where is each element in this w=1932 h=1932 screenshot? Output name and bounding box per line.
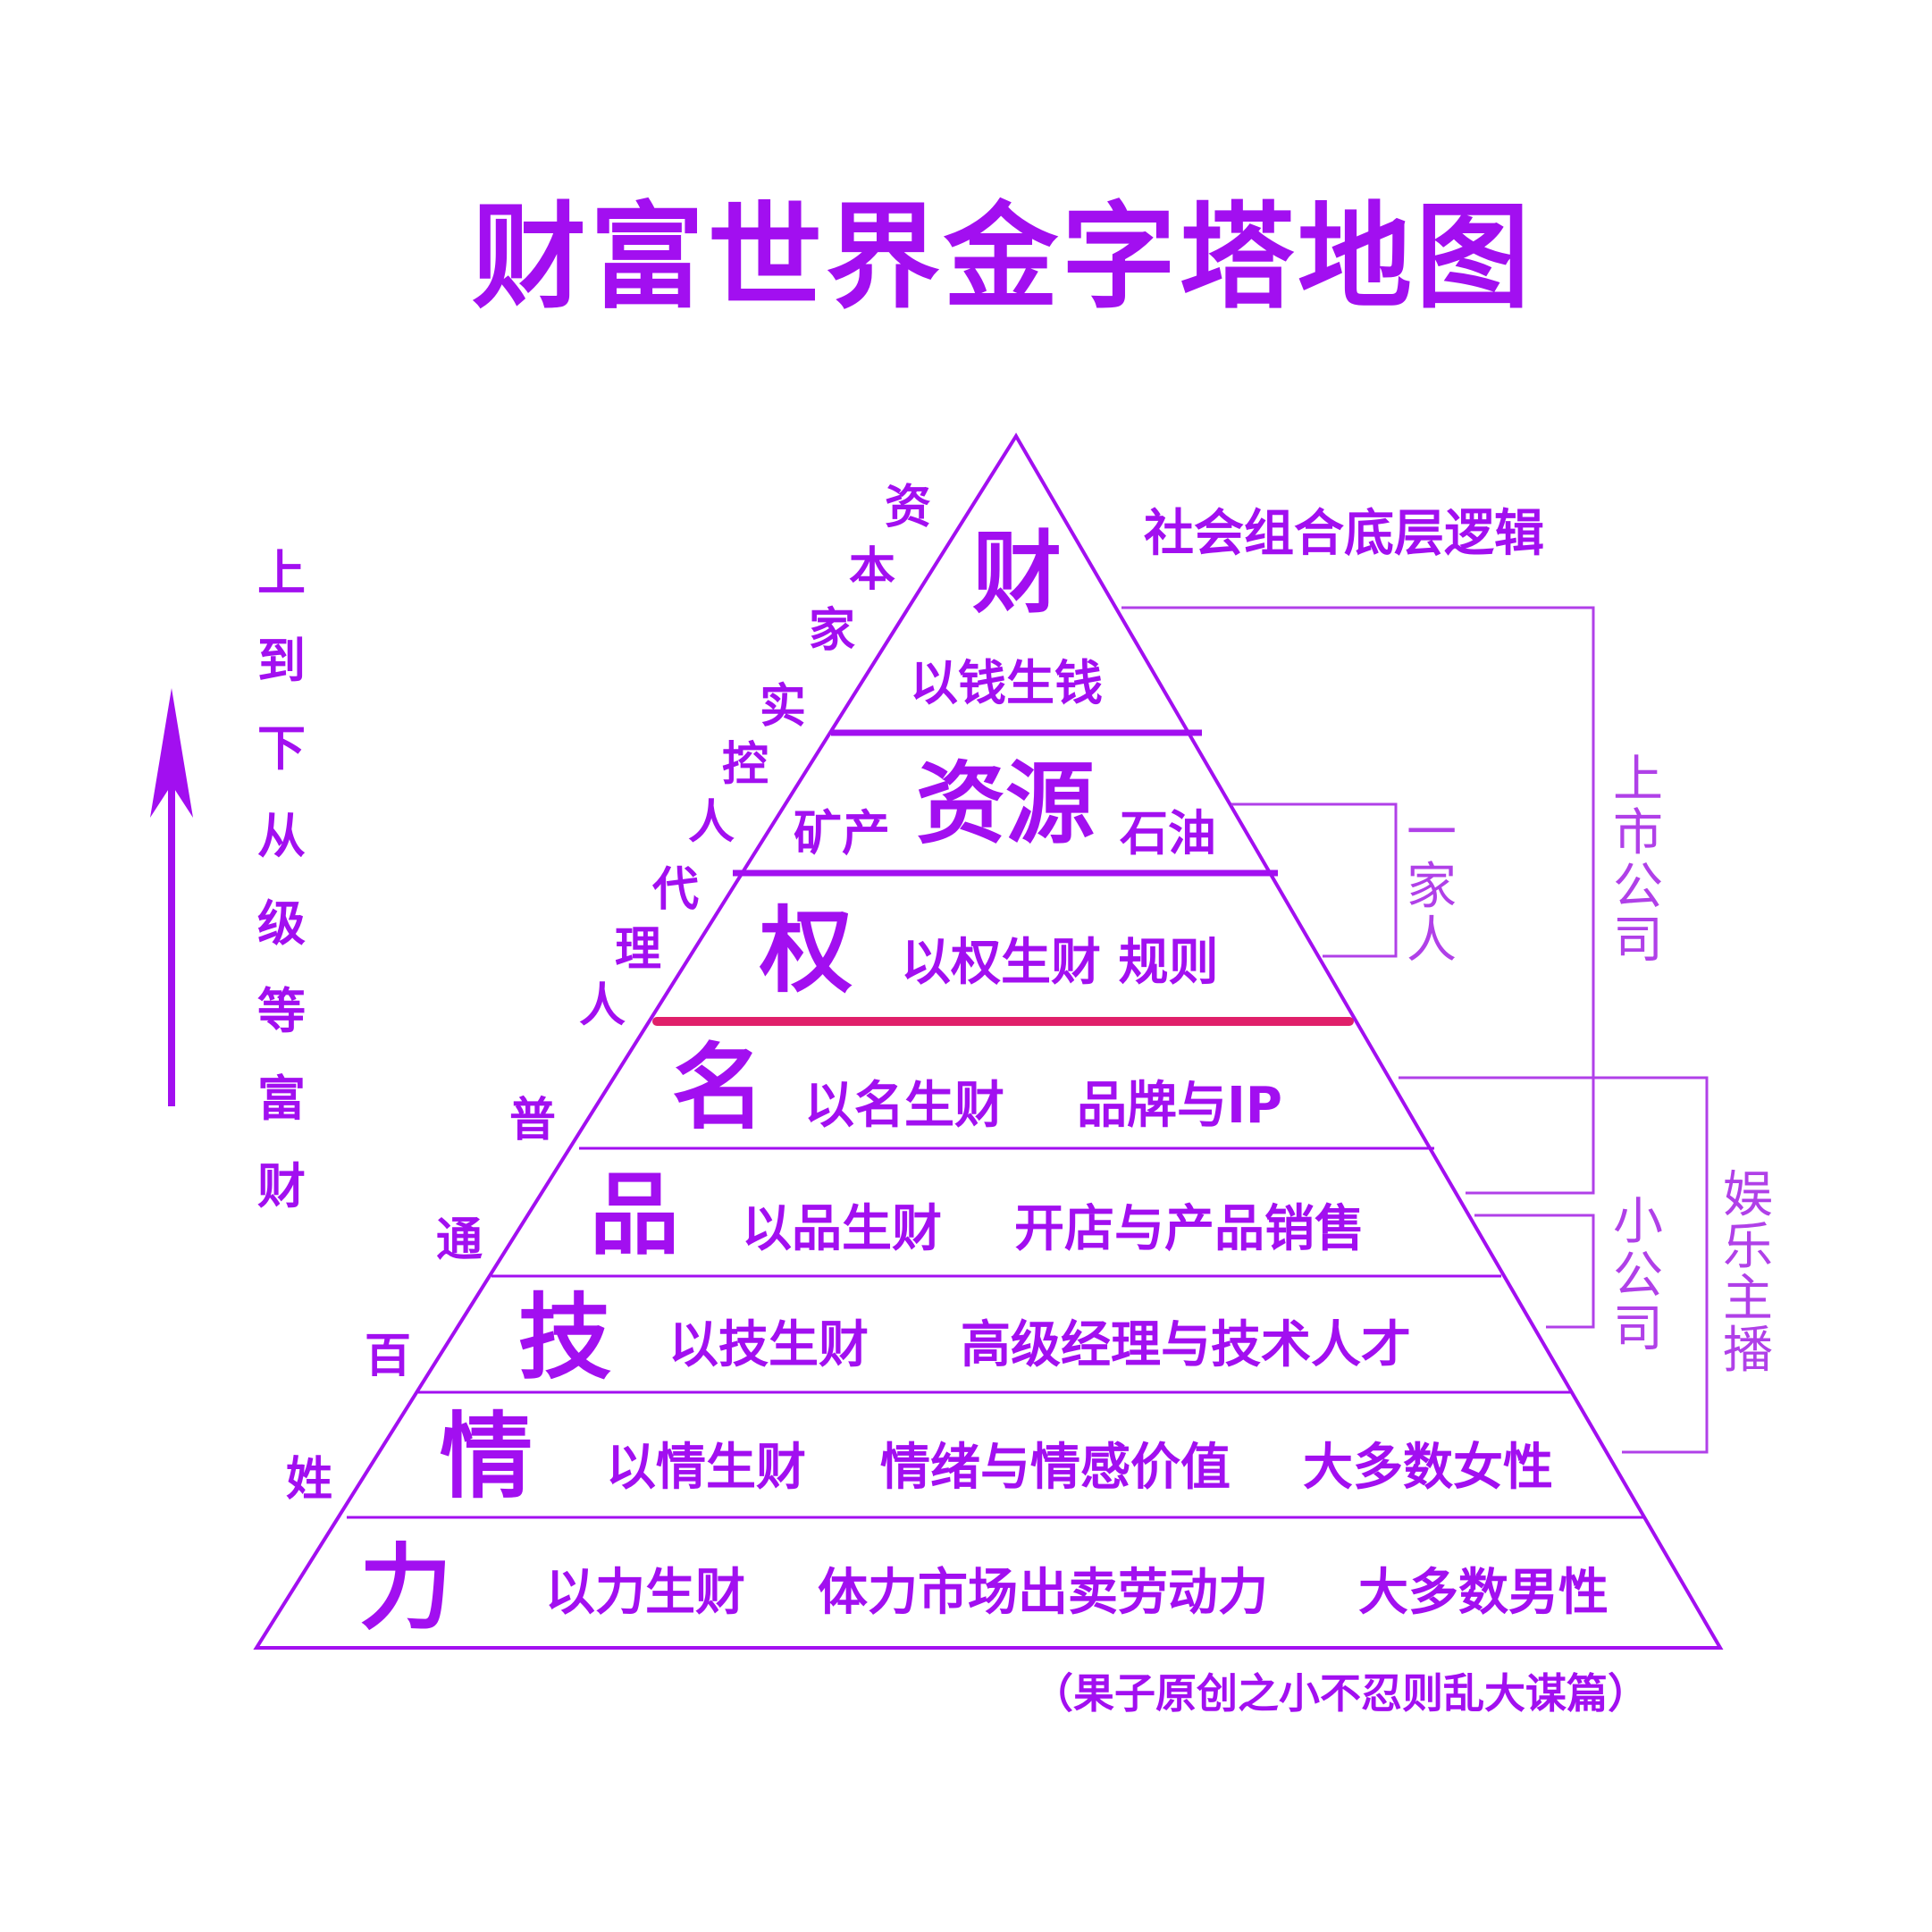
side-label-char: 理: [615, 923, 662, 977]
tier-key-product: 品: [590, 1163, 679, 1267]
side-label-char: 人: [688, 796, 735, 850]
page-title: 财富世界金字塔地图: [472, 191, 1534, 324]
tier-extra: 情绪与情感价值: [880, 1439, 1231, 1497]
tier-key-emotion: 情: [440, 1402, 533, 1511]
caption-char: 富: [257, 1071, 306, 1127]
side-label-char: 资: [885, 481, 932, 534]
tier-desc: 以情生财: [606, 1439, 806, 1497]
tier-key-fame: 名: [672, 1033, 766, 1142]
pyramid-outline: [253, 433, 1724, 1650]
bracket-small: [1474, 1214, 1595, 1329]
tier-right-note: 石油: [1120, 805, 1216, 861]
bracket-label-entertainment: 娱 乐 主 播: [1723, 1171, 1773, 1376]
bracket-label-listed: 上 市 公 司: [1613, 755, 1663, 966]
bracket-char: 市: [1613, 804, 1663, 862]
tier-desc: 以名生财: [804, 1077, 1004, 1135]
bracket-char: 小: [1613, 1193, 1663, 1251]
side-label-char: 通: [436, 1214, 483, 1267]
side-label-char: 代: [652, 863, 700, 917]
bracket-char: 播: [1723, 1322, 1773, 1380]
tier-key-wealth: 财: [972, 521, 1062, 626]
side-label-char: 普: [509, 1094, 557, 1147]
bracket-char: 乐: [1723, 1218, 1773, 1276]
tier-desc: 以品生财: [742, 1200, 942, 1258]
caption-char: 等: [257, 983, 306, 1039]
tier-extra: 高级经理与技术人才: [961, 1316, 1411, 1374]
bracket-char: 司: [1613, 911, 1663, 970]
caption-char: 到: [257, 633, 306, 689]
bracket-char: 公: [1613, 1247, 1663, 1305]
tier-extra: 开店与产品销售: [1014, 1200, 1365, 1258]
bracket-label-small: 小 公 司: [1613, 1197, 1663, 1355]
tier-desc: 以钱生钱: [910, 655, 1103, 711]
side-label-char: 控: [722, 738, 769, 792]
tier-key-labor: 力: [359, 1533, 453, 1642]
tier-key-power: 权: [760, 896, 853, 1005]
side-label-char: 实: [760, 680, 807, 734]
side-label-char: 人: [579, 979, 626, 1033]
bracket-char: 人: [1407, 911, 1457, 970]
side-label-char: 姓: [286, 1453, 333, 1507]
tier-desc: 以力生财: [545, 1564, 745, 1622]
side-label-char: 家: [809, 604, 856, 658]
tier-extra: 大多数女性: [1303, 1439, 1553, 1497]
bracket-entertainment: [1399, 1076, 1709, 1454]
caption-char: 下: [257, 720, 306, 777]
bracket-char: 家: [1407, 858, 1457, 916]
right-heading: 社会组合底层逻辑: [1144, 505, 1544, 563]
tier-desc: 以技生财: [668, 1316, 869, 1374]
tier-extra: 品牌与IP: [1077, 1077, 1282, 1135]
bracket-char: 一: [1407, 804, 1457, 862]
tier-extra: 大多数男性: [1358, 1564, 1609, 1622]
tier-desc: 以权生财 规则: [901, 934, 1219, 992]
bracket-char: 司: [1613, 1300, 1663, 1358]
footer-note: （果子原创之小不忍则乱大谋篇）: [1032, 1669, 1649, 1718]
caption-char: 财: [257, 1158, 306, 1214]
caption-char: 级: [257, 895, 306, 952]
left-caption: 上 到 下 从 级 等 富 财: [257, 550, 306, 1211]
bracket-char: 主: [1723, 1270, 1773, 1328]
bracket-label-family: 一 家 人: [1407, 809, 1457, 966]
side-label-char: 本: [849, 543, 896, 597]
bracket-char: 上: [1613, 751, 1663, 809]
caption-char: 从: [257, 808, 306, 864]
caption-char: 上: [257, 545, 306, 601]
tier-left-note: 矿产: [794, 805, 890, 861]
tier-key-resources: 资源: [916, 752, 1095, 856]
up-arrow-head: [150, 688, 193, 818]
bracket-family: [1231, 802, 1398, 958]
side-label-char: 百: [365, 1330, 412, 1383]
tier-extra: 体力市场出卖劳动力: [818, 1564, 1268, 1622]
bracket-char: 娱: [1723, 1166, 1773, 1224]
bracket-listed: [1121, 606, 1595, 1195]
bracket-char: 公: [1613, 858, 1663, 916]
tier-key-skill: 技: [518, 1283, 612, 1392]
